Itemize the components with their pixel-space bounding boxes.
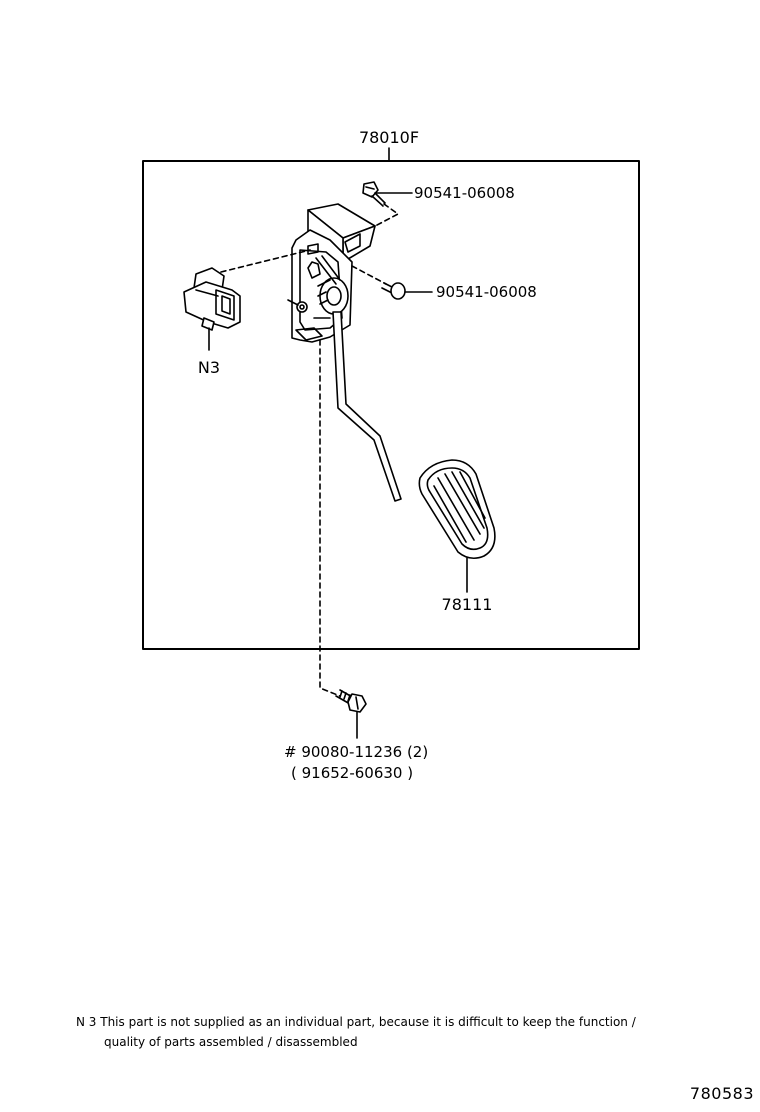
bolt-icon — [335, 689, 367, 713]
note-line-1: N 3 This part is not supplied as an indi… — [76, 1015, 636, 1029]
screw-mid-label: 90541-06008 — [436, 283, 537, 301]
pedal-pad-icon — [418, 459, 496, 560]
screw-top-icon — [362, 181, 386, 207]
figure-number: 780583 — [689, 1084, 754, 1103]
sensor-connector-icon — [183, 267, 241, 331]
note-line-2: quality of parts assembled / disassemble… — [104, 1035, 358, 1049]
pedal-arm — [332, 311, 402, 502]
bolt-alt-label: ( 91652-60630 ) — [291, 764, 413, 782]
assembly-frame — [142, 160, 640, 650]
assembly-label: 78010F — [359, 128, 419, 147]
bolt-dashed — [319, 339, 341, 697]
bracket-assembly — [287, 203, 376, 343]
screw-mid-dashed — [351, 265, 387, 285]
sensor-label: N3 — [198, 358, 220, 377]
pedal-pad-label: 78111 — [442, 595, 493, 614]
sensor-dashed — [220, 249, 311, 273]
bolt-part-label: # 90080-11236 (2) — [284, 743, 428, 761]
screw-top-label: 90541-06008 — [414, 184, 515, 202]
screw-mid-icon — [381, 282, 406, 300]
